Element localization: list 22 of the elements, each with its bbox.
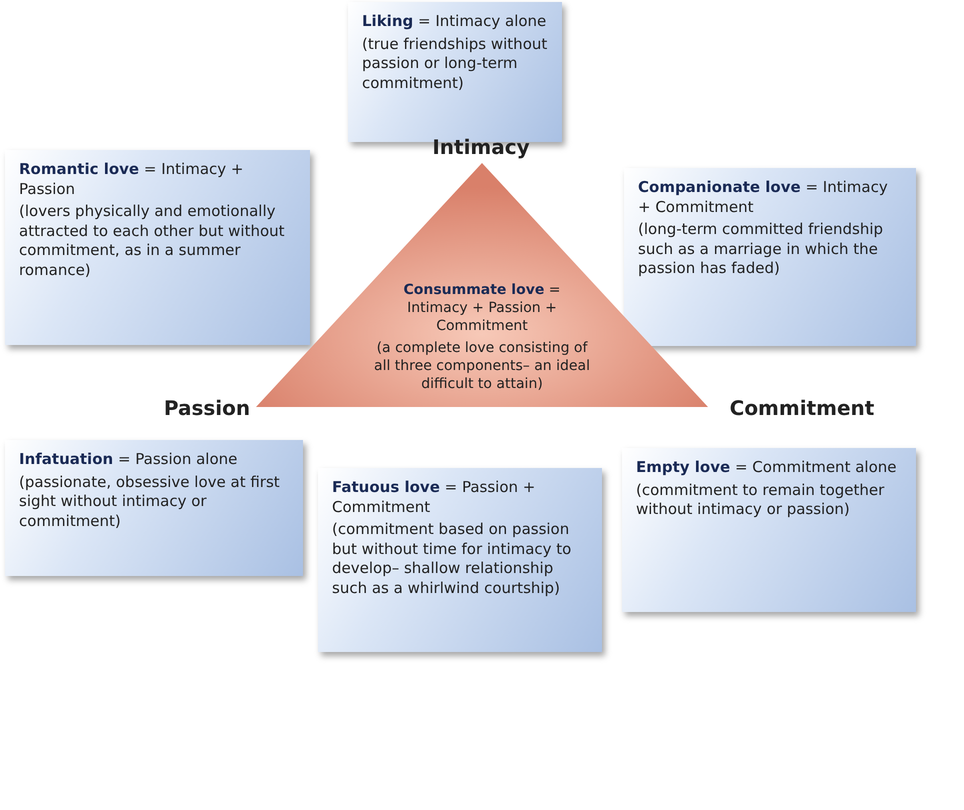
definition-text: Empty love = Commitment alone xyxy=(636,458,898,478)
definition-card xyxy=(318,468,602,652)
description-text: (a complete love consisting of all three components– an ideal difficult to attain) xyxy=(372,338,591,394)
definition-card xyxy=(5,150,310,345)
definition-text: Fatuous love = Passion + Commitment xyxy=(332,478,536,517)
definition-card xyxy=(622,448,916,612)
definition-text: Companionate love = Intimacy + Commitment xyxy=(638,178,889,217)
description-text: (passionate, obsessive love at first sight without intimacy or commitment) xyxy=(19,472,281,531)
description-text: (commitment to remain together without intimacy or passion) xyxy=(636,480,886,520)
definition-text: Romantic love = Intimacy + Passion xyxy=(19,160,244,199)
definition-card xyxy=(5,440,303,576)
description-text: (lovers physically and emotionally attracted to each other but without commitment, as in a summer romance) xyxy=(19,202,286,280)
description-text: (true friendships without passion or long-term commitment) xyxy=(362,34,548,93)
definition-card xyxy=(624,168,916,346)
definition-text: Infatuation = Passion alone xyxy=(19,450,238,470)
description-text: (long-term committed friendship such as a marriage in which the passion has faded) xyxy=(638,220,884,278)
definition-text: Consummate love = Intimacy + Passion + Commitment xyxy=(402,281,562,336)
corner-label: Passion xyxy=(164,396,250,420)
definition-text: Liking = Intimacy alone xyxy=(362,12,548,32)
corner-label: Commitment xyxy=(730,396,874,420)
corner-label: Intimacy xyxy=(432,135,530,159)
description-text: (commitment based on passion but without time for intimacy to develop– shallow relationship such as a whirlwind courtship) xyxy=(332,520,572,598)
